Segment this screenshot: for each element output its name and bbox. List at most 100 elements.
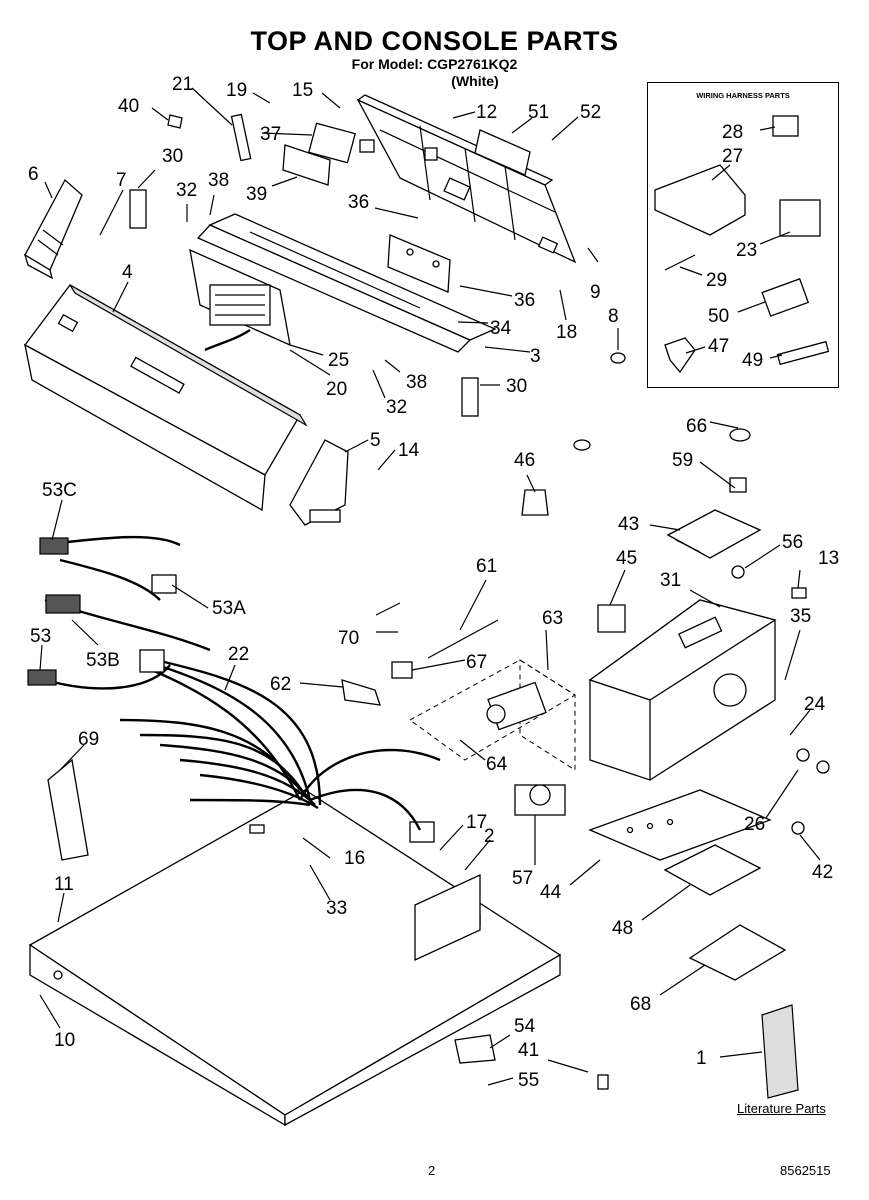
callout-43: 43: [618, 514, 639, 535]
callout-68: 68: [630, 994, 651, 1015]
wiring-harness: [27, 535, 441, 831]
mounting-bracket: [282, 122, 356, 186]
callout-19: 19: [226, 80, 247, 101]
callout-11: 11: [54, 874, 74, 895]
callout-61: 61: [476, 556, 497, 577]
model-line: For Model: CGP2761KQ2: [351, 56, 518, 72]
insulation-pad-68: [688, 924, 787, 981]
callout-54: 54: [514, 1016, 536, 1037]
wiring-harness-title: WIRING HARNESS PARTS: [696, 91, 790, 100]
document-number: 8562515: [780, 1163, 831, 1178]
callout-6: 6: [28, 164, 39, 185]
callout-36-top: 36: [348, 192, 369, 213]
callout-59: 59: [672, 450, 693, 471]
callout-14: 14: [398, 440, 420, 461]
callout-7: 7: [116, 170, 127, 191]
callout-25: 25: [328, 350, 349, 371]
small-parts: [129, 113, 830, 1090]
callout-12: 12: [476, 102, 497, 123]
harness-box-parts: [654, 115, 830, 374]
callout-30-top: 30: [162, 146, 183, 167]
callout-15: 15: [292, 80, 313, 101]
callout-3: 3: [530, 346, 541, 367]
callout-26: 26: [744, 814, 765, 835]
solenoid-valve: [486, 681, 547, 731]
callout-10: 10: [54, 1030, 75, 1051]
page-title: TOP AND CONSOLE PARTS: [250, 26, 619, 56]
callout-20: 20: [326, 379, 347, 400]
callout-41: 41: [518, 1040, 539, 1061]
callout-28: 28: [722, 122, 743, 143]
console-brace: [196, 213, 497, 353]
circuit-board: [387, 234, 451, 293]
valve-mount-outline: [409, 659, 576, 771]
callout-21: 21: [172, 74, 193, 95]
page-number: 2: [428, 1163, 436, 1178]
callout-5: 5: [370, 430, 381, 451]
callout-63: 63: [542, 608, 563, 629]
rail-rod: [427, 619, 499, 659]
callout-37: 37: [260, 124, 281, 145]
callout-44: 44: [540, 882, 562, 903]
cabinet-top: [28, 789, 562, 1127]
callout-18: 18: [556, 322, 577, 343]
callout-27: 27: [722, 146, 743, 167]
callout-2: 2: [484, 826, 495, 847]
callout-70: 70: [338, 628, 359, 649]
callout-57: 57: [512, 868, 533, 889]
callout-53c: 53C: [42, 480, 77, 501]
console-backsplash: [24, 284, 308, 512]
callout-13: 13: [818, 548, 839, 569]
control-panel-board: [189, 248, 291, 352]
insulation-pad-48: [663, 844, 762, 896]
right-end-cap: [289, 439, 349, 526]
callout-40: 40: [118, 96, 139, 117]
callout-32-top: 32: [176, 180, 197, 201]
callout-33: 33: [326, 898, 347, 919]
callout-9: 9: [590, 282, 601, 303]
cover-plate: [666, 509, 762, 559]
callout-38-bottom: 38: [406, 372, 427, 393]
callout-31: 31: [660, 570, 681, 591]
callout-16: 16: [344, 848, 365, 869]
callout-1: 1: [696, 1048, 707, 1069]
callout-48: 48: [612, 918, 633, 939]
callout-4: 4: [122, 262, 133, 283]
callout-53a: 53A: [212, 598, 246, 619]
callout-8: 8: [608, 306, 619, 327]
left-end-cap: [23, 178, 83, 280]
bottom-plate: [588, 789, 772, 861]
callout-47: 47: [708, 336, 729, 357]
color-line: (White): [451, 73, 499, 89]
callout-36-bottom: 36: [514, 290, 535, 311]
callout-labels: 21 19 15 12 51 52 40 37 39 30 6 7 32 38 …: [28, 74, 839, 1091]
literature-booklet: [47, 758, 799, 1099]
control-overlay: [474, 129, 531, 176]
callout-42: 42: [812, 862, 833, 883]
callout-46: 46: [514, 450, 535, 471]
callout-66: 66: [686, 416, 707, 437]
callout-50: 50: [708, 306, 729, 327]
callout-30-bottom: 30: [506, 376, 527, 397]
callout-51: 51: [528, 102, 549, 123]
callout-53b: 53B: [86, 650, 120, 671]
left-support-plate: [414, 873, 481, 962]
callout-22: 22: [228, 644, 249, 665]
literature-parts-label: Literature Parts: [737, 1101, 826, 1116]
callout-45: 45: [616, 548, 637, 569]
callout-49: 49: [742, 350, 763, 371]
callout-53: 53: [30, 626, 51, 647]
wiring-harness-parts-box: WIRING HARNESS PARTS: [647, 82, 839, 388]
callout-52: 52: [580, 102, 601, 123]
callout-35: 35: [790, 606, 811, 627]
callout-29: 29: [706, 270, 727, 291]
callout-56: 56: [782, 532, 803, 553]
callout-34: 34: [490, 318, 512, 339]
callout-24: 24: [804, 694, 826, 715]
callout-67: 67: [466, 652, 487, 673]
callout-69: 69: [78, 729, 99, 750]
callout-32-bottom: 32: [386, 397, 407, 418]
callout-64: 64: [486, 754, 508, 775]
